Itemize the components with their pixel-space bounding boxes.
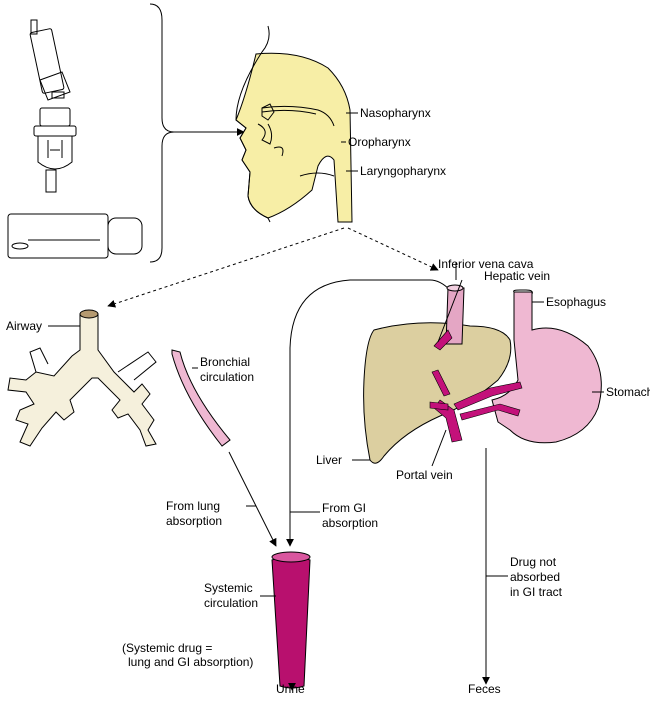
label-urine: Urine xyxy=(276,682,305,696)
label-stomach: Stomach xyxy=(606,385,650,399)
label-oropharynx: Oropharynx xyxy=(348,135,411,149)
label-from-gi-2: absorption xyxy=(322,516,378,530)
bronchial-vessel xyxy=(171,349,231,447)
label-from-gi-1: From GI xyxy=(322,501,366,515)
systemic-vessel xyxy=(271,555,311,689)
label-laryngopharynx: Laryngopharynx xyxy=(360,164,446,178)
label-liver: Liver xyxy=(316,453,342,467)
label-bronchial-1: Bronchial xyxy=(200,355,250,369)
liver xyxy=(363,322,512,464)
arrow-lung-to-systemic xyxy=(228,451,277,547)
nebulizer-icon xyxy=(33,107,77,193)
label-inferior-vena-cava: Inferior vena cava xyxy=(438,257,534,271)
label-systemic-note-1: (Systemic drug = xyxy=(122,641,212,655)
label-systemic-1: Systemic xyxy=(204,581,253,595)
label-bronchial-2: circulation xyxy=(200,370,254,384)
bronchial-tree xyxy=(7,309,157,447)
dashed-arrow-to-lungs xyxy=(107,227,345,308)
metered-dose-inhaler-icon xyxy=(29,19,71,101)
label-from-lung-2: absorption xyxy=(166,514,222,528)
label-feces: Feces xyxy=(468,682,501,696)
label-esophagus: Esophagus xyxy=(546,295,606,309)
label-portal-vein: Portal vein xyxy=(396,468,453,482)
portal-vein xyxy=(429,369,523,443)
bracket xyxy=(149,3,175,263)
label-nasopharynx: Nasopharynx xyxy=(360,106,431,120)
dry-powder-inhaler-icon xyxy=(7,213,143,259)
stomach-esophagus xyxy=(491,289,602,444)
label-drug-not-1: Drug not xyxy=(510,555,557,569)
dashed-arrow-to-gi xyxy=(347,227,439,271)
label-drug-not-3: in GI tract xyxy=(510,585,563,599)
head-pharynx xyxy=(235,25,353,223)
label-hepatic-vein: Hepatic vein xyxy=(484,269,550,283)
label-from-lung-1: From lung xyxy=(166,499,220,513)
arrow-gi-to-systemic xyxy=(286,279,451,547)
label-systemic-note-2: lung and GI absorption) xyxy=(128,655,253,669)
label-systemic-2: circulation xyxy=(204,596,258,610)
label-airway: Airway xyxy=(6,319,42,333)
label-drug-not-2: absorbed xyxy=(510,570,560,584)
